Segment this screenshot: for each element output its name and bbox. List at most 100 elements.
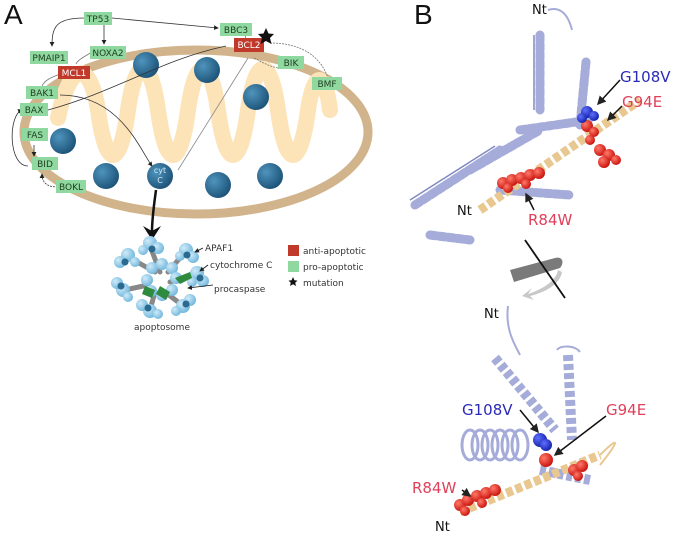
cyt-c-circle <box>147 163 173 189</box>
svg-text:BAK1: BAK1 <box>30 89 54 99</box>
panel-b: B <box>409 0 671 535</box>
edge-tp53-pmaip1 <box>49 17 85 47</box>
mutation-label-g94e-top: G94E <box>622 93 662 111</box>
legend-swatch-pro <box>288 261 299 272</box>
legend-item-pro-apoptotic: pro-apoptotic <box>288 261 364 273</box>
svg-text:TP53: TP53 <box>86 15 109 25</box>
apoptosome: APAF1 cytochrome C procaspase apoptosome <box>111 236 272 333</box>
svg-text:BBC3: BBC3 <box>224 26 248 36</box>
node-bbc3: BBC3 <box>220 23 252 36</box>
mutation-arrows-bottom <box>461 409 607 497</box>
svg-text:pro-apoptotic: pro-apoptotic <box>303 263 364 273</box>
vesicle <box>243 84 269 110</box>
node-bid: BID <box>32 157 58 170</box>
protein-structure-bottom: Nt Nt G108V G94E R84W <box>412 305 646 535</box>
release-arrowhead <box>143 226 161 240</box>
edge-mcl1-bak1 <box>41 73 61 87</box>
edge-bid-bax <box>11 109 29 167</box>
loop-nt-bottom <box>506 305 521 356</box>
node-tp53: TP53 <box>84 12 112 25</box>
mutation-label-g94e-bottom: G94E <box>606 401 646 419</box>
mutation-label-r84w-bottom: R84W <box>412 479 457 497</box>
apoptosome-label: apoptosome <box>134 323 190 333</box>
legend-item-anti-apoptotic: anti-apoptotic <box>288 245 366 257</box>
spheres-g108v-top <box>577 106 599 123</box>
svg-text:BCL2: BCL2 <box>237 41 260 51</box>
edge-bax-bcl2 <box>47 45 227 111</box>
nt-label-top-2: Nt <box>457 204 472 219</box>
mutation-label-g108v-bottom: G108V <box>462 401 513 419</box>
svg-text:mutation: mutation <box>303 279 344 289</box>
node-bokl: BOKL <box>56 180 86 193</box>
svg-text:NOXA2: NOXA2 <box>92 49 123 59</box>
mutation-label-g108v-top: G108V <box>620 68 671 86</box>
edge-bmf-bcl2 <box>269 42 329 79</box>
mutation-star-icon <box>258 28 274 44</box>
vesicle <box>194 57 220 83</box>
cyt-c-label-line1: cyt <box>154 166 166 175</box>
apaf1-label: APAF1 <box>205 244 233 254</box>
helix-outlines-top <box>409 35 535 201</box>
vesicle <box>257 163 283 189</box>
legend-star-icon <box>288 277 298 286</box>
protein-structure-top: Nt Nt G108V G94E R84W <box>409 3 671 245</box>
pathway-nodes: TP53 PMAIP1 NOXA2 MCL1 BBC3 BCL2 <box>20 12 342 193</box>
rotation-icon <box>510 239 566 300</box>
nt-label-bottom-1: Nt <box>484 307 499 322</box>
apaf1-dark-spheres <box>117 245 204 312</box>
node-pmaip1: PMAIP1 <box>30 51 68 64</box>
vesicle <box>50 128 76 154</box>
svg-text:FAS: FAS <box>27 131 44 141</box>
svg-text:PMAIP1: PMAIP1 <box>32 54 65 64</box>
node-bcl2: BCL2 <box>234 38 264 52</box>
svg-text:BOKL: BOKL <box>59 183 83 193</box>
svg-text:BIK: BIK <box>284 59 300 69</box>
node-bik: BIK <box>278 56 304 69</box>
legend-item-mutation: mutation <box>288 277 344 289</box>
helix-coil-end-on <box>460 428 530 462</box>
svg-text:anti-apoptotic: anti-apoptotic <box>303 247 366 257</box>
procaspase-shapes <box>142 272 192 300</box>
spheres-r84w-top <box>497 167 545 193</box>
mutation-arrows-top <box>525 79 623 211</box>
svg-text:BMF: BMF <box>317 80 336 90</box>
pathway-edges <box>11 17 329 188</box>
vesicles <box>50 52 283 198</box>
edge-bak1-cytc <box>59 94 153 167</box>
procaspase-label: procaspase <box>214 285 266 295</box>
panel-a: A cyt C <box>4 0 373 333</box>
cytochrome-c-label: cytochrome C <box>210 261 272 271</box>
legend: anti-apoptotic pro-apoptotic mutation <box>288 245 366 289</box>
panel-b-label: B <box>414 0 433 30</box>
nt-label-top-1: Nt <box>532 3 547 18</box>
loop-top-right-bottom <box>556 345 581 353</box>
svg-text:BAX: BAX <box>25 106 44 116</box>
vesicle <box>205 172 231 198</box>
cytochrome-c-node: cyt C <box>147 163 173 189</box>
edge-noxa2-mcl1 <box>75 51 93 65</box>
loop-tan-bottom <box>599 441 616 466</box>
edge-bokl-bid <box>39 173 59 188</box>
node-fas: FAS <box>22 128 48 141</box>
vesicle <box>93 163 119 189</box>
legend-swatch-anti <box>288 245 299 256</box>
nt-label-bottom-2: Nt <box>435 520 450 535</box>
spheres-g94e-bottom <box>539 453 588 481</box>
node-bmf: BMF <box>312 77 342 90</box>
edge-bik-bcl2 <box>253 57 279 69</box>
svg-text:MCL1: MCL1 <box>62 69 87 79</box>
apoptosome-spheres <box>111 236 209 319</box>
node-bak1: BAK1 <box>26 86 58 99</box>
panel-a-label: A <box>4 0 23 30</box>
vesicle <box>133 52 159 78</box>
node-bax: BAX <box>20 103 48 116</box>
edge-bcl2-cytc <box>177 57 249 171</box>
helices-purple-bottom <box>491 354 591 485</box>
helices-purple-top <box>410 30 595 245</box>
node-noxa2: NOXA2 <box>90 46 126 59</box>
spheres-r84w-bottom <box>454 484 501 516</box>
spheres-g108v-bottom <box>533 433 552 451</box>
loop-nt-top <box>547 8 573 31</box>
node-mcl1: MCL1 <box>58 66 90 79</box>
